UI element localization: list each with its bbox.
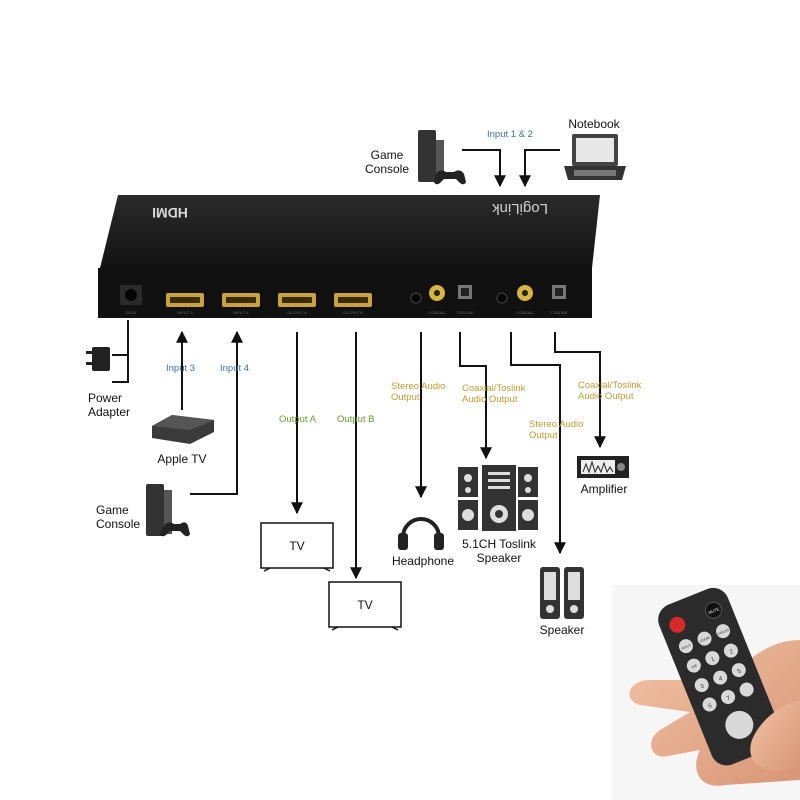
hdmi-port-output-a xyxy=(278,293,316,307)
input-1-2-label: Input 1 & 2 xyxy=(487,129,533,140)
line-coaxial-toslink-2 xyxy=(554,332,606,449)
line-game-console-top xyxy=(462,149,506,188)
remote-mute-label: MUTE xyxy=(707,606,720,615)
speaker-label: Speaker xyxy=(539,623,585,637)
port-label-toslink-1: TOSLINK xyxy=(456,310,473,315)
remote-1-label: 1 xyxy=(710,656,716,663)
remote-4-label: 4 xyxy=(718,676,724,683)
remote-control: MUTE INPUT ZOOM CROSS A/B 1 2 3 4 5 6 7 xyxy=(658,587,782,766)
remote-ab-label: A/B xyxy=(691,663,698,669)
power-adapter-label: Power Adapter xyxy=(88,391,131,419)
brand-logo: LogiLink xyxy=(492,200,548,217)
port-label-input-3: INPUT 3 xyxy=(177,310,193,315)
notebook-label: Notebook xyxy=(568,117,620,131)
remote-3-label: 3 xyxy=(700,683,706,690)
tv-a-icon xyxy=(260,522,334,572)
amplifier-icon xyxy=(577,456,629,478)
amplifier-label: Amplifier xyxy=(580,482,628,496)
notebook-icon xyxy=(564,134,626,180)
output-a-label: Output A xyxy=(279,414,316,425)
hdmi-port-input-3 xyxy=(166,293,204,307)
line-power-adapter xyxy=(112,354,129,383)
hdmi-switch-device: HDMI LogiLink DC5V INPUT 3 INPUT 4 OUTPU… xyxy=(98,195,600,318)
stereo-jack-1 xyxy=(410,292,422,304)
remote-2-label: 2 xyxy=(729,649,735,656)
hdmi-port-input-4 xyxy=(222,293,260,307)
line-coaxial-toslink-1 xyxy=(459,332,492,460)
output-b-label: Output B xyxy=(337,414,375,425)
remote-input-label: INPUT xyxy=(681,643,693,651)
port-label-dc: DC5V xyxy=(126,310,137,315)
power-icon xyxy=(669,616,686,633)
speaker-51-label: 5.1CH Toslink Speaker xyxy=(462,537,536,565)
line-stereo-audio-2 xyxy=(510,332,566,555)
hdmi-port-output-b xyxy=(334,293,372,307)
stereo-audio-output-1-label: Stereo Audio Output xyxy=(391,381,446,403)
port-label-coaxial-1: COAXIAL xyxy=(428,310,446,315)
hand-holding-remote: MUTE INPUT ZOOM CROSS A/B 1 2 3 4 5 6 7 xyxy=(612,585,800,800)
stereo-audio-output-2-label: Stereo Audio Output xyxy=(529,419,584,441)
remote-7-label: 7 xyxy=(726,695,732,702)
headphone-icon xyxy=(398,517,444,550)
remote-cross-label: CROSS xyxy=(717,628,731,637)
connection-lines xyxy=(112,149,606,580)
game-console-bottom-label: Game Console xyxy=(96,503,141,531)
port-label-output-b: OUTPUT B xyxy=(343,310,363,315)
port-label-coaxial-2: COAXIAL xyxy=(516,310,534,315)
tv-a-label: TV xyxy=(289,539,305,553)
game-console-top-icon xyxy=(418,130,466,185)
game-console-bottom-icon xyxy=(146,484,190,537)
remote-zoom-label: ZOOM xyxy=(699,636,710,644)
apple-tv-label: Apple TV xyxy=(157,452,207,466)
hdmi-logo: HDMI xyxy=(152,205,188,221)
coaxial-toslink-2-label: Coaxial/Toslink Audio Output xyxy=(578,380,642,402)
port-label-toslink-2: TOSLINK xyxy=(550,310,567,315)
input-3-label: Input 3 xyxy=(166,363,196,374)
input-4-label: Input 4 xyxy=(220,363,250,374)
remote-6-label: 6 xyxy=(708,703,714,710)
stereo-speaker-icon xyxy=(540,567,584,619)
game-console-top-label: Game Console xyxy=(364,148,410,176)
headphone-label: Headphone xyxy=(391,554,455,568)
device-top-panel xyxy=(100,195,600,268)
tv-b-label: TV xyxy=(357,598,373,612)
apple-tv-icon xyxy=(152,415,214,444)
port-label-output-a: OUTPUT A xyxy=(287,310,307,315)
line-input-4 xyxy=(190,330,243,495)
stereo-jack-2 xyxy=(496,292,508,304)
coaxial-toslink-1-label: Coaxial/Toslink Audio Output xyxy=(462,383,526,405)
line-notebook xyxy=(519,149,560,188)
port-label-input-4: INPUT 4 xyxy=(233,310,249,315)
power-adapter-icon xyxy=(86,347,110,371)
remote-5-label: 5 xyxy=(737,668,743,675)
tv-b-icon xyxy=(328,581,402,631)
speaker-51-icon xyxy=(458,465,538,531)
